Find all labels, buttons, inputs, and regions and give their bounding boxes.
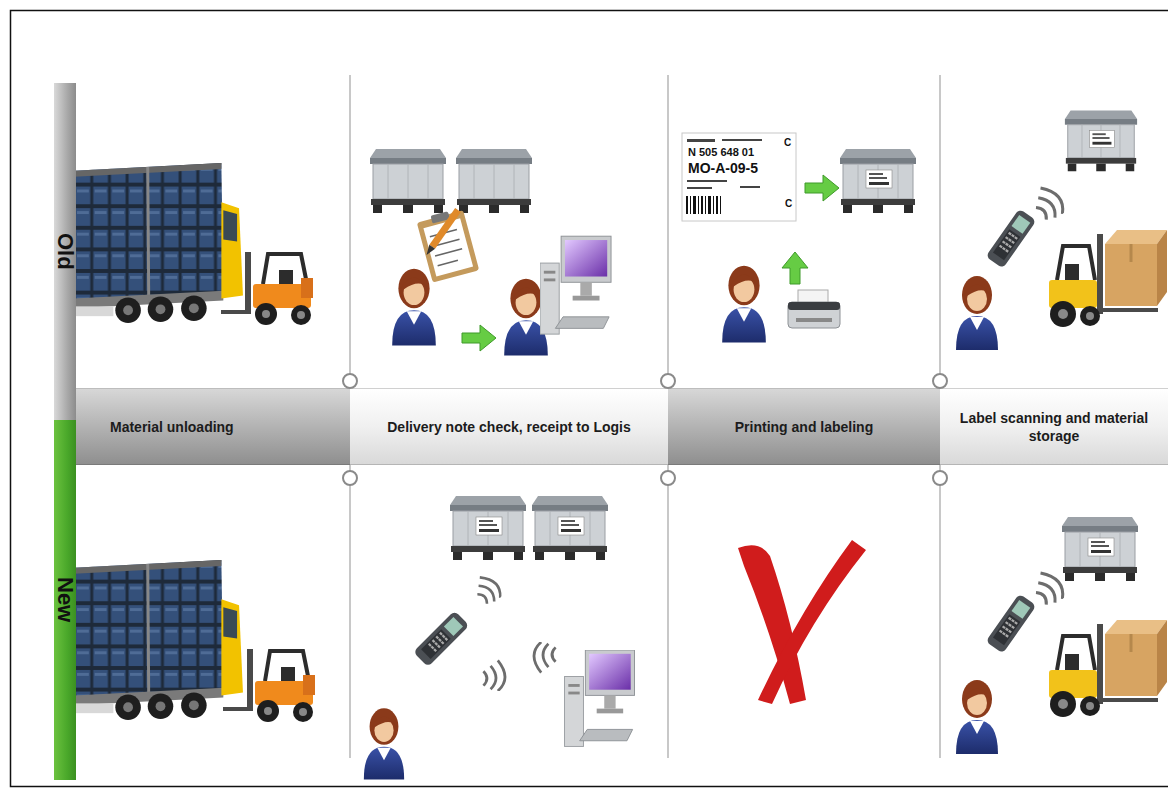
person	[956, 680, 998, 754]
pallet-box	[370, 149, 446, 213]
scanner	[413, 611, 469, 667]
forklift-with-box	[1049, 230, 1167, 327]
process-step: Label scanning and material storage	[940, 388, 1168, 465]
frame-border	[11, 11, 1168, 787]
process-step: Material unloading	[76, 388, 350, 465]
printer	[788, 290, 840, 328]
box-label	[866, 170, 892, 188]
forklift-new	[223, 649, 315, 722]
box-label	[1090, 130, 1115, 147]
forklift-with-box	[1049, 620, 1167, 717]
step-label: New	[54, 577, 76, 622]
column-dividers	[350, 75, 940, 758]
signal-waves	[483, 660, 505, 691]
pallet-box	[450, 496, 526, 560]
person	[956, 276, 998, 350]
clipboard	[416, 207, 479, 282]
truck-new	[74, 560, 243, 720]
box-label	[558, 517, 584, 535]
signal-waves	[1028, 568, 1068, 609]
signal-waves	[470, 573, 505, 608]
person	[722, 266, 766, 343]
truck-old	[74, 163, 243, 323]
forklift-old	[221, 252, 313, 325]
person	[364, 708, 404, 779]
process-step: Delivery note check, receipt to Logis	[350, 388, 668, 465]
signal-waves	[1028, 183, 1068, 224]
step-label: Label scanning and material storage	[940, 409, 1168, 445]
printed-label	[682, 133, 796, 221]
step-label: Old	[54, 233, 76, 270]
pallet-box	[456, 149, 532, 213]
box-label	[1088, 538, 1114, 556]
green-arrow	[805, 175, 839, 201]
signal-waves	[534, 642, 556, 673]
scanner	[986, 594, 1037, 654]
green-arrow	[782, 252, 808, 284]
red-cross	[738, 540, 866, 704]
label-text: MO-A-09-5	[688, 161, 758, 175]
pallet-box	[1062, 517, 1138, 581]
box-label	[476, 517, 502, 535]
computer	[565, 650, 635, 746]
computer	[540, 236, 611, 334]
label-text: C	[785, 199, 792, 209]
row-band: Old	[54, 83, 76, 420]
label-text: N 505 648 01	[688, 147, 754, 158]
step-label: Printing and labeling	[668, 418, 940, 436]
green-arrow	[462, 325, 496, 351]
label-text: C	[784, 138, 791, 148]
pallet-box	[1065, 110, 1137, 171]
process-step: Printing and labeling	[668, 388, 940, 465]
scanner	[986, 209, 1037, 269]
pallet-box	[532, 496, 608, 560]
step-label: Delivery note check, receipt to Logis	[350, 418, 668, 436]
person	[392, 269, 436, 346]
pallet-box	[840, 149, 916, 213]
step-label: Material unloading	[76, 418, 350, 436]
row-band: New	[54, 420, 76, 780]
